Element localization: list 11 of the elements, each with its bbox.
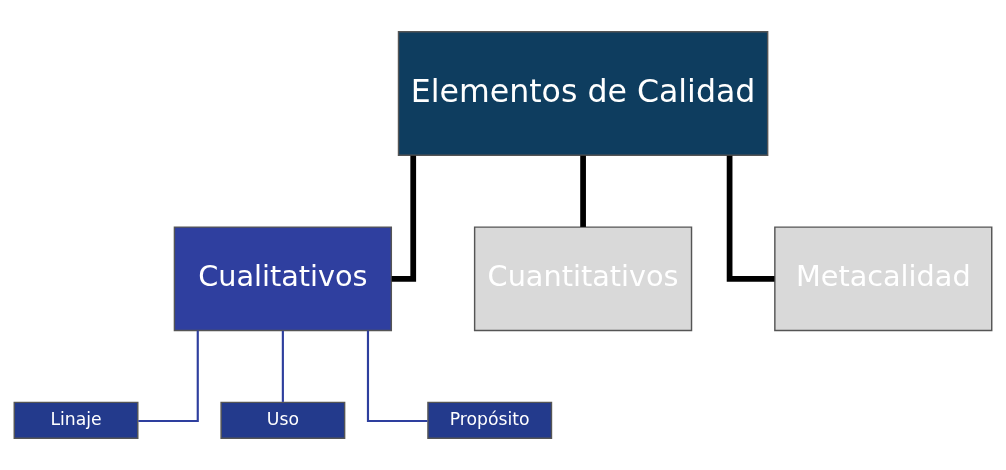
connector: [366, 330, 428, 423]
node-box: Elementos de Calidad: [397, 31, 769, 156]
connector: [391, 155, 417, 282]
node-box: Uso: [220, 401, 346, 439]
node-box: Linaje: [13, 401, 139, 439]
node-box: Propósito: [427, 401, 553, 439]
connector: [281, 330, 284, 402]
connector: [726, 155, 775, 282]
connector: [580, 155, 586, 227]
node-box: Cualitativos: [173, 226, 393, 332]
connector: [138, 330, 199, 423]
